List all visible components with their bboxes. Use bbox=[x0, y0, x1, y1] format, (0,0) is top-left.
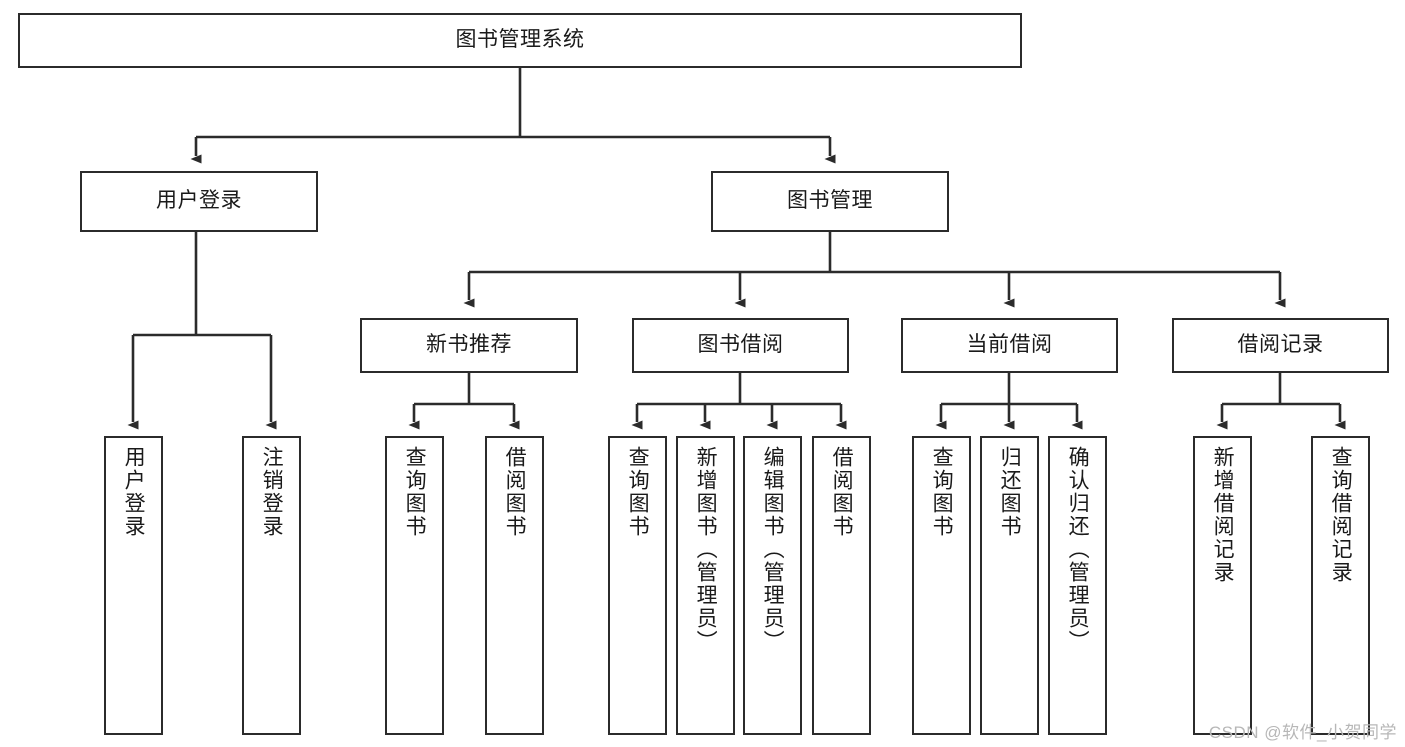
node-label: 图书借阅 bbox=[697, 333, 784, 357]
node-label: 用户登录 bbox=[156, 189, 242, 213]
node-label: 新书推荐 bbox=[426, 333, 512, 357]
node-book-borrow[interactable]: 图书借阅 bbox=[632, 318, 849, 373]
node-label: 借阅图书 bbox=[503, 446, 527, 538]
node-label: 查询图书 bbox=[930, 446, 954, 538]
node-label: 确认归还（管理员） bbox=[1066, 446, 1090, 653]
leaf-new-book-query-book[interactable]: 查询图书 bbox=[385, 436, 444, 735]
leaf-current-borrow-query-book[interactable]: 查询图书 bbox=[912, 436, 971, 735]
node-current-borrow[interactable]: 当前借阅 bbox=[901, 318, 1118, 373]
node-label: 查询图书 bbox=[626, 446, 650, 538]
node-label: 当前借阅 bbox=[966, 333, 1053, 357]
leaf-current-borrow-return-book[interactable]: 归还图书 bbox=[980, 436, 1039, 735]
node-label: 查询借阅记录 bbox=[1329, 446, 1353, 584]
leaf-user-login-login[interactable]: 用户登录 bbox=[104, 436, 163, 735]
node-root-book-management-system[interactable]: 图书管理系统 bbox=[18, 13, 1022, 68]
node-label: 查询图书 bbox=[403, 446, 427, 538]
leaf-book-borrow-edit-book-admin[interactable]: 编辑图书（管理员） bbox=[743, 436, 802, 735]
leaf-borrow-record-query-record[interactable]: 查询借阅记录 bbox=[1311, 436, 1370, 735]
node-label: 借阅记录 bbox=[1237, 333, 1324, 357]
leaf-book-borrow-query-book[interactable]: 查询图书 bbox=[608, 436, 667, 735]
node-label: 借阅图书 bbox=[830, 446, 854, 538]
leaf-current-borrow-confirm-return-admin[interactable]: 确认归还（管理员） bbox=[1048, 436, 1107, 735]
leaf-new-book-borrow-book[interactable]: 借阅图书 bbox=[485, 436, 544, 735]
node-label: 图书管理 bbox=[787, 189, 873, 213]
watermark-text: CSDN @软件_小贺同学 bbox=[1208, 723, 1397, 742]
leaf-user-login-logout[interactable]: 注销登录 bbox=[242, 436, 301, 735]
node-label: 用户登录 bbox=[122, 446, 146, 538]
node-label: 新增借阅记录 bbox=[1211, 446, 1235, 584]
leaf-book-borrow-add-book-admin[interactable]: 新增图书（管理员） bbox=[676, 436, 735, 735]
leaf-borrow-record-add-record[interactable]: 新增借阅记录 bbox=[1193, 436, 1252, 735]
node-user-login[interactable]: 用户登录 bbox=[80, 171, 318, 232]
node-book-management[interactable]: 图书管理 bbox=[711, 171, 949, 232]
node-label: 归还图书 bbox=[998, 446, 1022, 538]
node-label: 注销登录 bbox=[260, 446, 284, 538]
node-borrow-record[interactable]: 借阅记录 bbox=[1172, 318, 1389, 373]
node-label: 新增图书（管理员） bbox=[694, 446, 718, 653]
node-label: 图书管理系统 bbox=[455, 28, 585, 52]
leaf-book-borrow-borrow-book[interactable]: 借阅图书 bbox=[812, 436, 871, 735]
node-label: 编辑图书（管理员） bbox=[761, 446, 785, 653]
node-new-book-recommend[interactable]: 新书推荐 bbox=[360, 318, 578, 373]
